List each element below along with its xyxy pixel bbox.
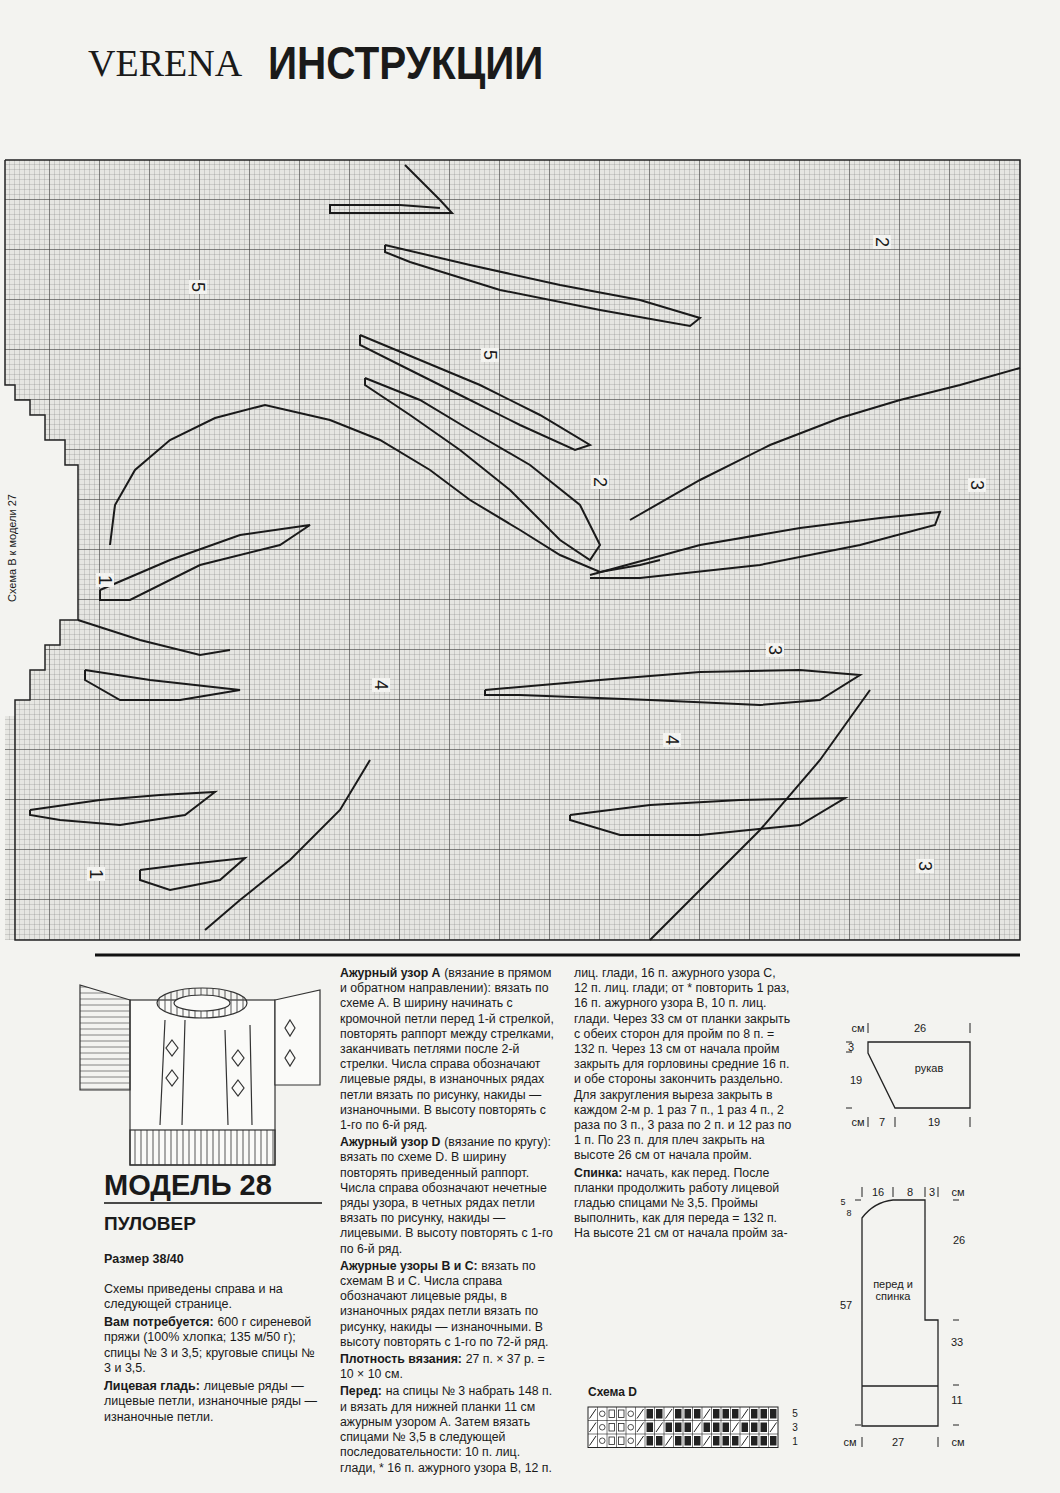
motif-outlines — [30, 165, 1020, 940]
shape-label: перед и спинка — [870, 1278, 916, 1302]
dimension-lines — [846, 1023, 970, 1447]
body-text: (вязание по кругу): вязать по схеме D. В… — [340, 1135, 553, 1255]
model-heading: ПУЛОВЕР — [104, 1213, 196, 1234]
callout-number: 1 — [96, 573, 114, 587]
paragraph: Ажурные узоры В и С:вязать по схемам В и… — [340, 1259, 558, 1350]
callout-number: 4 — [663, 733, 681, 747]
separator-rules — [95, 955, 1020, 1203]
dimension-label: 11 — [951, 1395, 962, 1406]
dimension-label: 27 — [892, 1437, 904, 1448]
body-text: (вязание в прямом и обратном направлении… — [340, 966, 554, 1132]
paragraph-lead: Перед: — [340, 1384, 382, 1398]
paragraph-lead: Ажурный узор А — [340, 966, 441, 980]
dimension-label: 3 — [848, 1042, 854, 1053]
callout-number: 2 — [873, 235, 891, 249]
paragraph-lead: Ажурный узор D — [340, 1135, 441, 1149]
shape-outline — [860, 1198, 940, 1428]
paragraph: Размер 38/40 — [104, 1252, 322, 1268]
dimension-label: 8 — [907, 1187, 913, 1198]
callout-number: 2 — [591, 475, 609, 489]
paragraph-lead: Ажурные узоры В и С: — [340, 1259, 478, 1273]
paragraph: Ажурный узор D(вязание по кругу): вязать… — [340, 1135, 558, 1257]
dimension-label: 1 — [792, 1437, 798, 1447]
paragraph: Лицевая гладь:лицевые ряды — лицевые пет… — [104, 1379, 322, 1426]
page-title: ИНСТРУКЦИИ — [268, 40, 543, 86]
body-shape: перед и спинка — [860, 1198, 940, 1428]
dimension-label: 26 — [953, 1235, 965, 1246]
body-text: Лицевая гладь: — [104, 1379, 200, 1393]
dimension-label: 19 — [850, 1075, 862, 1086]
body-text: Вам потребуется: — [104, 1315, 214, 1329]
dimension-label: 19 — [928, 1117, 940, 1128]
dimension-label: см — [843, 1437, 856, 1448]
callout-number: 5 — [189, 280, 207, 294]
dimension-label: 8 — [846, 1209, 851, 1218]
dimension-label: 3 — [929, 1187, 935, 1198]
callout-number: 3 — [916, 859, 934, 873]
paragraph-lead: Плотность вязания: — [340, 1352, 462, 1366]
callout-number: 5 — [481, 348, 499, 362]
dimension-label: 5 — [840, 1198, 845, 1207]
chart-d-grid — [588, 1407, 778, 1448]
dimension-label: 16 — [872, 1187, 884, 1198]
callout-number: 1 — [87, 867, 105, 881]
sleeve-shape: рукав — [866, 1040, 972, 1110]
shape-outline — [866, 1040, 972, 1110]
brand-logo: VERENA — [88, 44, 242, 82]
body-text: Размер 38/40 — [104, 1252, 184, 1266]
callout-number: 3 — [766, 643, 784, 657]
paragraph-lead: Спинка: — [574, 1166, 622, 1180]
callout-number: 4 — [372, 678, 390, 692]
model-heading: МОДЕЛЬ 28 — [104, 1169, 272, 1201]
dimension-label: 3 — [792, 1423, 798, 1433]
dimension-label: 5 — [792, 1409, 798, 1419]
paragraph: Спинка:начать, как перед. После планки п… — [574, 1166, 792, 1242]
dimension-label: см — [951, 1187, 964, 1198]
pullover-sketch — [80, 985, 320, 1165]
chart-caption: Схема В к модели 27 — [7, 494, 18, 602]
paragraph: Плотность вязания:27 п. × 37 р. = 10 × 1… — [340, 1352, 558, 1382]
paragraph: Вам потребуется:600 г сиреневой пряжи (1… — [104, 1315, 322, 1377]
dimension-label: 26 — [914, 1023, 926, 1034]
paragraph: Схемы приведены справа и на следующей ст… — [104, 1282, 322, 1313]
paragraph: Ажурный узор А(вязание в прямом и обратн… — [340, 966, 558, 1133]
paragraph: ПУЛОВЕР — [104, 1212, 322, 1236]
dimension-label: см — [851, 1117, 864, 1128]
chart-title: Схема D — [588, 1386, 637, 1398]
callout-number: 3 — [968, 478, 986, 492]
dimension-label: см — [851, 1023, 864, 1034]
dimension-label: см — [951, 1437, 964, 1448]
dimension-label: 7 — [879, 1117, 885, 1128]
shape-label: рукав — [904, 1062, 954, 1074]
dimension-label: 33 — [951, 1337, 963, 1348]
text-columns: Ажурный узор А(вязание в прямом и обратн… — [340, 966, 792, 1478]
text-column: МОДЕЛЬ 28 ПУЛОВЕР Размер 38/40Схемы привед… — [104, 1168, 322, 1427]
chart-grid — [0, 160, 1020, 940]
body-text: Схемы приведены справа и на следующей ст… — [104, 1282, 283, 1312]
dimension-label: 57 — [840, 1300, 852, 1311]
paragraph: МОДЕЛЬ 28 — [104, 1168, 322, 1202]
